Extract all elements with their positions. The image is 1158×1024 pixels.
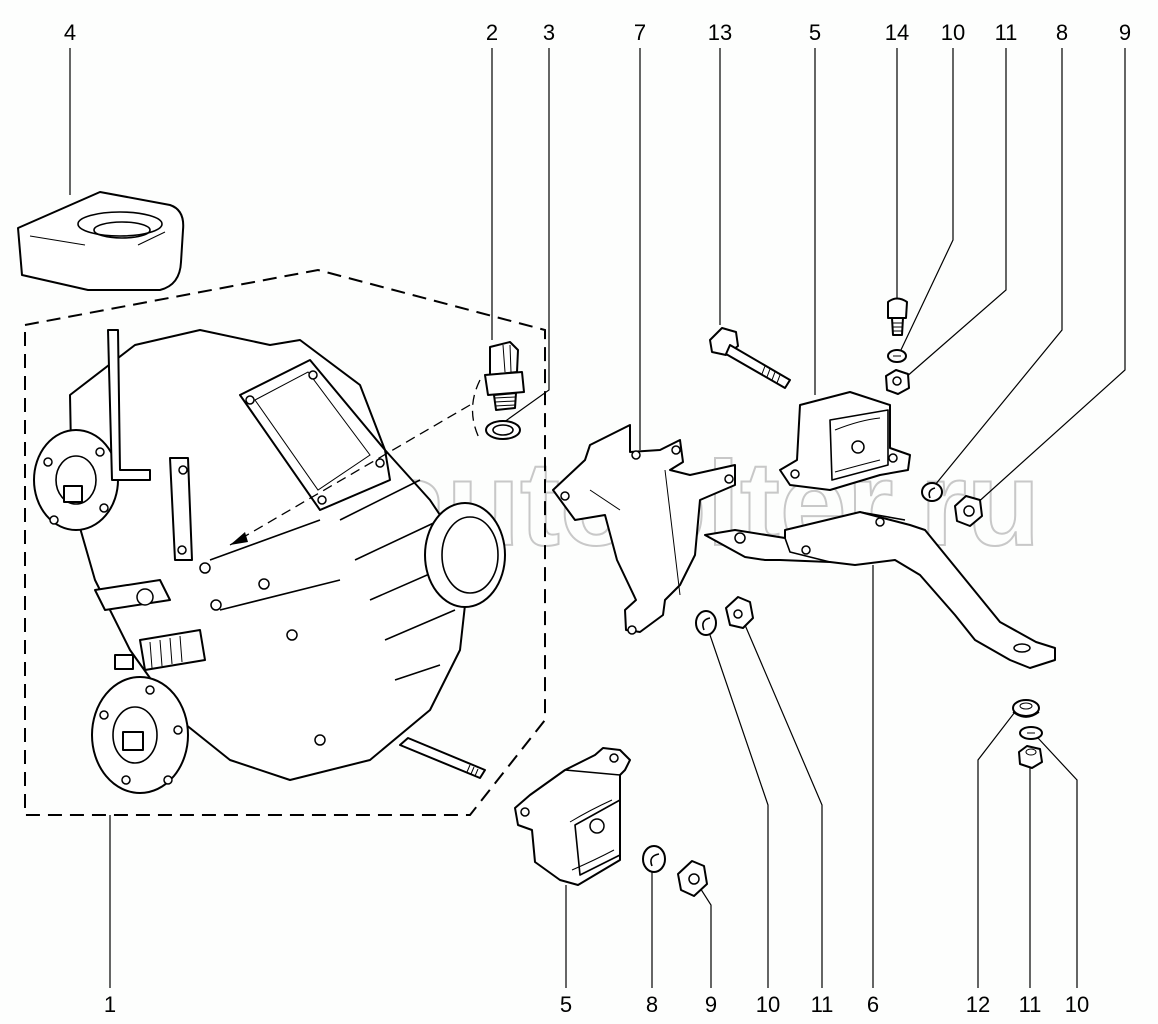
part-7-bracket	[552, 424, 736, 635]
part-10-spring-washer-lower-right	[1019, 726, 1043, 740]
part-11-nut-lower-right	[1018, 745, 1043, 769]
part-5-rubber-mount-upper	[779, 391, 911, 491]
callout-top-3: 3	[543, 20, 555, 45]
callout-top-8: 8	[1056, 20, 1068, 45]
callout-top-10: 10	[941, 20, 965, 45]
part-14-bolt	[887, 297, 908, 336]
callout-top-11: 11	[995, 20, 1018, 45]
callout-bottom-11b: 11	[1019, 992, 1042, 1017]
part-8-spring-washer-right	[921, 482, 943, 502]
part-11-nut-mid	[725, 596, 754, 629]
part-11-nut-upper	[885, 369, 910, 395]
bottom-callouts: 1 5 8 9 10 11 6 12 11 10	[104, 992, 1089, 1017]
part-9-nut-right	[954, 495, 983, 527]
callout-top-2: 2	[486, 20, 498, 45]
part-13-bolt	[709, 327, 791, 389]
callout-bottom-5: 5	[560, 992, 572, 1017]
callout-bottom-1: 1	[104, 992, 116, 1017]
callout-bottom-6: 6	[867, 992, 879, 1017]
leader-lines	[69, 48, 1126, 988]
part-1-transfer-case	[33, 329, 506, 794]
callout-bottom-9: 9	[705, 992, 717, 1017]
part-4-spacer-pad	[17, 191, 185, 291]
part-10-spring-washer-mid	[695, 610, 717, 636]
part-8-spring-washer-lower	[642, 845, 666, 873]
callout-bottom-11: 11	[811, 992, 834, 1017]
part-9-nut-lower	[677, 860, 708, 897]
callout-bottom-10: 10	[756, 992, 780, 1017]
callout-bottom-8: 8	[646, 992, 658, 1017]
part-5-rubber-mount-lower	[514, 747, 631, 886]
callout-top-7: 7	[634, 20, 646, 45]
callout-bottom-12: 12	[966, 992, 990, 1017]
callout-top-14: 14	[885, 20, 909, 45]
part-10-spring-washer-upper	[887, 349, 907, 363]
callout-bottom-10b: 10	[1065, 992, 1089, 1017]
callout-top-9: 9	[1119, 20, 1131, 45]
callout-top-4: 4	[64, 20, 76, 45]
callout-top-5: 5	[809, 20, 821, 45]
part-12-washer	[1012, 699, 1040, 718]
callout-top-13: 13	[708, 20, 732, 45]
assembly-1-boundary	[24, 268, 546, 816]
part-2-sensor	[471, 341, 525, 441]
part-3-sealing-washer	[485, 420, 521, 440]
top-callouts: 4 2 3 7 13 5 14 10 11 8 9	[64, 20, 1131, 45]
part-6-crossmember	[704, 511, 1056, 669]
